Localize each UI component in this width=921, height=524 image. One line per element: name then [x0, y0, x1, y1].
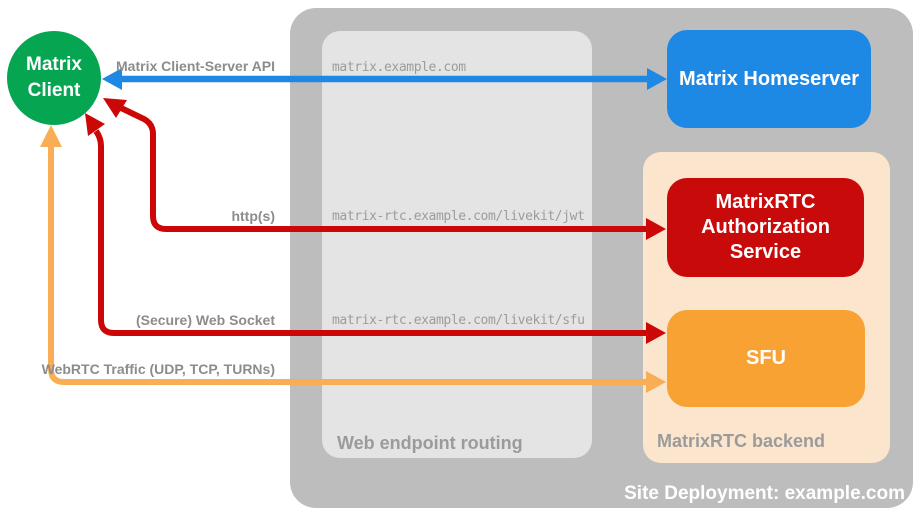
- matrix-homeserver-node: Matrix Homeserver: [667, 30, 871, 128]
- matrix-client-label-line1: Matrix: [26, 54, 82, 76]
- matrixrtc-authorization-service-label: MatrixRTC Authorization Service: [701, 191, 830, 263]
- endpoint-matrix: matrix.example.com: [332, 60, 466, 75]
- web-endpoint-routing-group: [322, 31, 592, 458]
- webrtc-traffic-label: WebRTC Traffic (UDP, TCP, TURNs): [41, 361, 275, 377]
- matrix-client-label-line2: Client: [27, 80, 81, 101]
- matrix-client-node: Matrix Client: [7, 31, 101, 125]
- endpoint-livekit-sfu: matrix-rtc.example.com/livekit/sfu: [332, 313, 585, 328]
- sfu-label: SFU: [746, 347, 786, 369]
- endpoint-livekit-jwt: matrix-rtc.example.com/livekit/jwt: [332, 209, 585, 224]
- site-deployment-caption: Site Deployment: example.com: [624, 483, 905, 504]
- sfu-node: SFU: [667, 310, 865, 407]
- https-label: http(s): [231, 208, 275, 224]
- matrix-homeserver-label: Matrix Homeserver: [678, 67, 860, 90]
- matrixrtc-backend-caption: MatrixRTC backend: [657, 431, 826, 451]
- client-server-api-label: Matrix Client-Server API: [116, 58, 275, 74]
- web-endpoint-routing-caption: Web endpoint routing: [337, 433, 523, 453]
- web-socket-label: (Secure) Web Socket: [135, 312, 275, 328]
- matrixrtc-authorization-service-node: MatrixRTC Authorization Service: [667, 178, 864, 277]
